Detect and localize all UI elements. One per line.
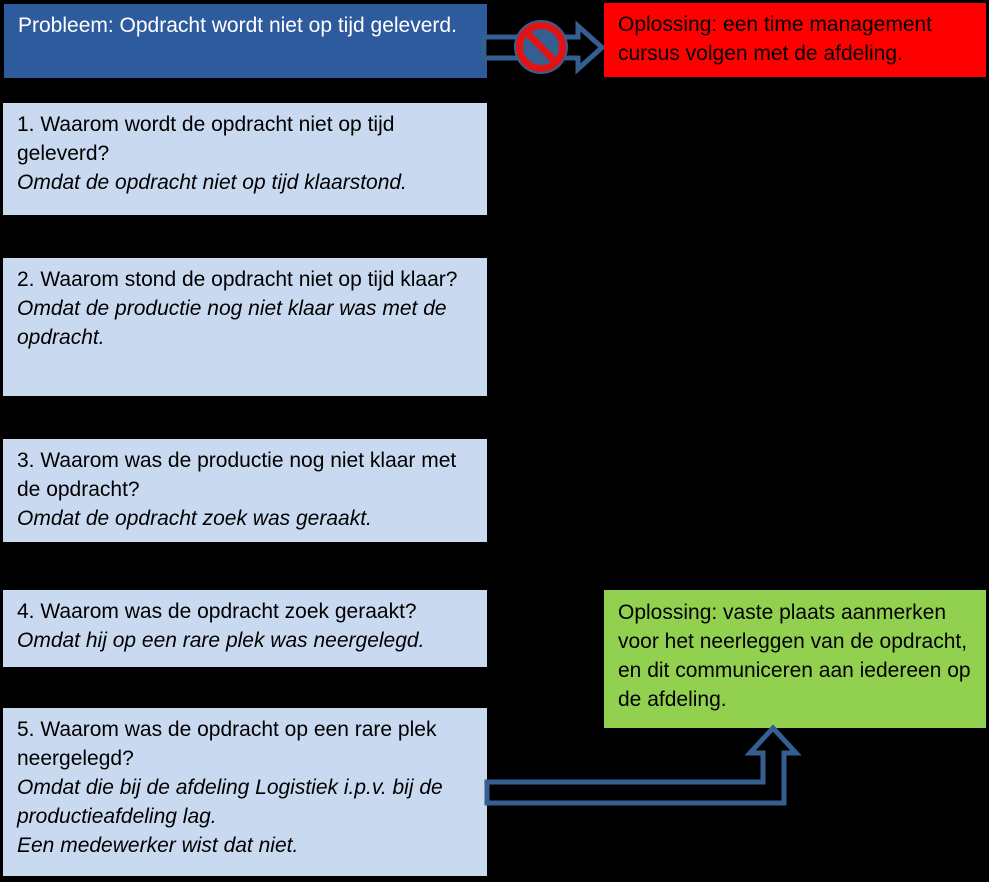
problem-box: Probleem: Opdracht wordt niet op tijd ge… xyxy=(4,4,487,78)
accepted-solution-box: Oplossing: vaste plaats aanmerken voor h… xyxy=(604,590,986,728)
why-box-4: 4. Waarom was de opdracht zoek geraakt? … xyxy=(3,590,487,667)
why-2-question: 2. Waarom stond de opdracht niet op tijd… xyxy=(17,268,458,291)
why-5-question: 5. Waarom was de opdracht op een rare pl… xyxy=(17,718,437,770)
why-3-question: 3. Waarom was de productie nog niet klaa… xyxy=(17,449,457,501)
why-4-answer: Omdat hij op een rare plek was neergeleg… xyxy=(17,629,425,652)
why-box-1: 1. Waarom wordt de opdracht niet op tijd… xyxy=(3,103,487,215)
why-box-2: 2. Waarom stond de opdracht niet op tijd… xyxy=(3,258,487,396)
accepted-solution-text: Oplossing: vaste plaats aanmerken voor h… xyxy=(618,601,971,711)
no-symbol-icon xyxy=(514,20,568,74)
why-4-question: 4. Waarom was de opdracht zoek geraakt? xyxy=(17,600,417,623)
bent-up-arrow-icon xyxy=(484,724,802,806)
rejected-solution-box: Oplossing: een time management cursus vo… xyxy=(604,3,986,77)
problem-text: Probleem: Opdracht wordt niet op tijd ge… xyxy=(18,14,457,37)
why-1-answer: Omdat de opdracht niet op tijd klaarston… xyxy=(17,171,407,194)
why-box-3: 3. Waarom was de productie nog niet klaa… xyxy=(3,439,487,542)
why-3-answer: Omdat de opdracht zoek was geraakt. xyxy=(17,507,372,530)
why-2-answer: Omdat de productie nog niet klaar was me… xyxy=(17,297,447,349)
why-box-5: 5. Waarom was de opdracht op een rare pl… xyxy=(3,708,487,876)
rejected-solution-text: Oplossing: een time management cursus vo… xyxy=(618,13,933,65)
why-5-answer: Omdat die bij de afdeling Logistiek i.p.… xyxy=(17,776,443,828)
blocked-arrow-icon xyxy=(481,20,606,75)
why-5-answer-2: Een medewerker wist dat niet. xyxy=(17,834,299,857)
block-arrow-right-icon xyxy=(481,20,606,75)
why-1-question: 1. Waarom wordt de opdracht niet op tijd… xyxy=(17,113,395,165)
